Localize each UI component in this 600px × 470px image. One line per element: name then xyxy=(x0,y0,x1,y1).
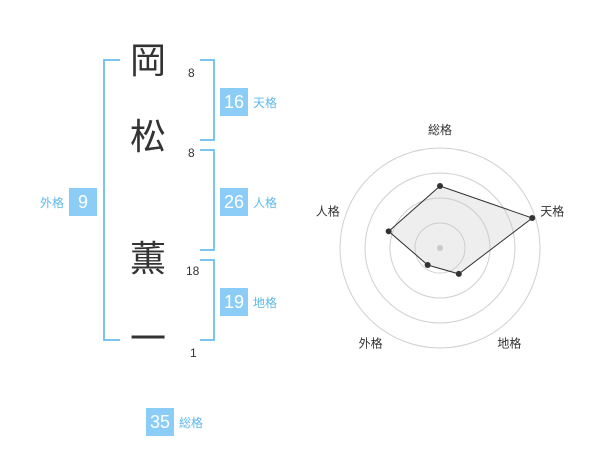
gaikaku-value: 9 xyxy=(69,188,98,216)
gaikaku-badge: 外格 9 xyxy=(40,188,98,216)
radar-series-polygon xyxy=(387,185,534,275)
jinkaku-badge: 26 人格 xyxy=(220,188,277,216)
name-char-1: 岡 xyxy=(129,41,166,82)
radar-point-1 xyxy=(529,215,536,222)
chikaku-badge: 19 地格 xyxy=(220,288,277,316)
chikaku-label: 地格 xyxy=(253,295,278,310)
stroke-count-4: 1 xyxy=(190,346,197,360)
gaikaku-label: 外格 xyxy=(40,195,65,210)
tenkaku-label: 天格 xyxy=(253,95,278,110)
tenkaku-badge: 16 天格 xyxy=(220,88,277,116)
stroke-count-2: 8 xyxy=(188,146,195,160)
chikaku-value: 19 xyxy=(220,288,248,316)
radar-ring-2 xyxy=(389,197,491,299)
stroke-count-1: 8 xyxy=(188,66,195,80)
name-char-3: 薫 xyxy=(129,239,166,280)
jinkaku-label: 人格 xyxy=(253,195,278,210)
name-char-4: 一 xyxy=(129,319,166,360)
stroke-count-3: 18 xyxy=(186,264,200,278)
name-char-2: 松 xyxy=(129,117,166,158)
chikaku-bracket xyxy=(200,259,215,341)
soukaku-value: 35 xyxy=(146,408,174,436)
jinkaku-bracket xyxy=(200,149,215,251)
radar-point-4 xyxy=(385,228,392,235)
tenkaku-value: 16 xyxy=(220,88,248,116)
gaikaku-bracket xyxy=(103,59,120,341)
radar-axis-label-2: 地格 xyxy=(497,335,521,350)
radar-point-2 xyxy=(455,270,462,277)
radar-point-0 xyxy=(437,183,443,189)
jinkaku-value: 26 xyxy=(220,188,248,216)
radar-center xyxy=(437,245,443,251)
tenkaku-bracket xyxy=(200,59,215,141)
radar-axis-label-4: 人格 xyxy=(316,204,340,219)
radar-axis-label-3: 外格 xyxy=(359,335,383,350)
soukaku-label: 総格 xyxy=(179,415,204,430)
radar-ring-1 xyxy=(414,222,466,274)
soukaku-badge: 35 総格 xyxy=(146,408,203,436)
radar-axis-label-0: 総格 xyxy=(428,122,452,137)
radar-ring-3 xyxy=(364,172,516,324)
radar-axis-label-1: 天格 xyxy=(540,204,564,219)
radar-ring-4 xyxy=(339,147,541,349)
radar-point-3 xyxy=(424,261,431,268)
